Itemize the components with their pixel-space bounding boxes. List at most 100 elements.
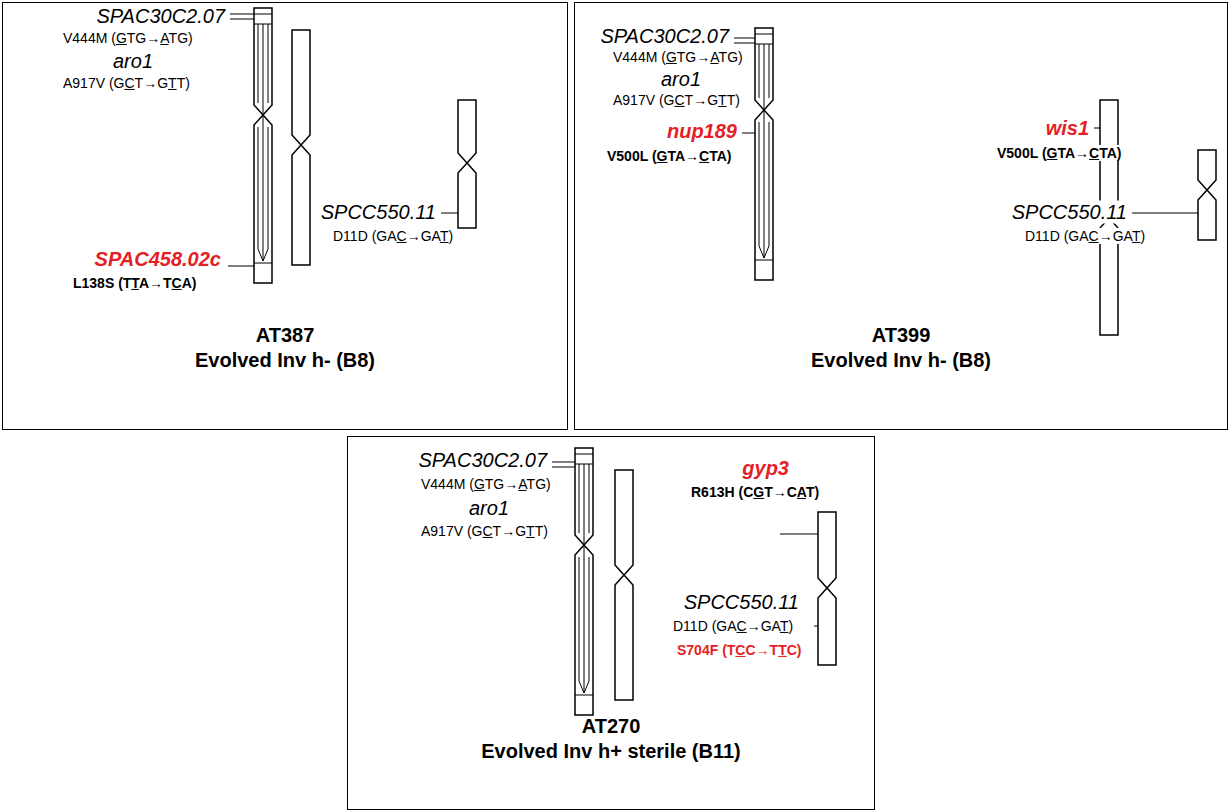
inversion-mark bbox=[575, 454, 593, 455]
mutation-label: V500L (GTA→CTA) bbox=[606, 148, 732, 164]
mutation-label: D11D (GAC→GAT) bbox=[332, 228, 454, 244]
changed-base: G bbox=[666, 49, 677, 65]
chromosome bbox=[1198, 150, 1216, 240]
chromosome-outline bbox=[755, 28, 773, 280]
inversion-mark bbox=[579, 557, 580, 681]
chromosome bbox=[292, 30, 310, 265]
mutation-label: A917V (GCT→GTT) bbox=[612, 92, 741, 108]
mutation-label: V444M (GTG→ATG) bbox=[612, 49, 744, 65]
inversion-mark bbox=[254, 14, 272, 15]
inversion-mark bbox=[254, 263, 272, 264]
mutation-label: D11D (GAC→GAT) bbox=[672, 618, 794, 634]
changed-base: T bbox=[778, 642, 787, 658]
changed-base: T bbox=[131, 275, 139, 291]
chromosome bbox=[755, 28, 773, 280]
gene-name: gyp3 bbox=[741, 457, 790, 480]
strain-title: Evolved Inv h+ sterile (B11) bbox=[348, 740, 874, 763]
changed-base: A bbox=[710, 49, 718, 65]
changed-base: T bbox=[168, 75, 177, 91]
changed-base: T bbox=[526, 523, 535, 539]
chromosome bbox=[254, 8, 272, 283]
changed-base: G bbox=[753, 484, 764, 500]
changed-base: C bbox=[397, 228, 407, 244]
inversion-mark bbox=[759, 122, 760, 246]
chromosome-outline bbox=[254, 8, 272, 283]
mutation-label: S704F (TCC→TTC) bbox=[676, 642, 803, 658]
chromosome bbox=[458, 100, 476, 228]
inversion-mark bbox=[258, 127, 259, 249]
strain-title: AT399 bbox=[575, 324, 1227, 347]
gene-name: SPCC550.11 bbox=[320, 201, 437, 224]
changed-base: A bbox=[160, 30, 168, 46]
changed-base: C bbox=[482, 523, 492, 539]
changed-base: T bbox=[1132, 228, 1141, 244]
changed-base: C bbox=[1089, 228, 1099, 244]
mutation-label: A917V (GCT→GTT) bbox=[62, 75, 191, 91]
changed-base: T bbox=[440, 228, 449, 244]
inversion-mark bbox=[263, 24, 264, 261]
strain-title: Evolved Inv h- (B8) bbox=[575, 349, 1227, 372]
gene-name: SPCC550.11 bbox=[1011, 201, 1128, 224]
gene-name: aro1 bbox=[468, 497, 510, 520]
changed-base: C bbox=[1089, 145, 1099, 161]
mutation-label: L138S (TTA→TCA) bbox=[72, 275, 197, 291]
mutation-label: D11D (GAC→GAT) bbox=[1024, 228, 1146, 244]
inversion-mark bbox=[584, 464, 585, 693]
sample-panel: AT387Evolved Inv h- (B8) bbox=[2, 2, 568, 430]
inversion-mark bbox=[589, 557, 590, 681]
inversion-mark bbox=[268, 127, 269, 249]
gene-name: wis1 bbox=[1045, 117, 1090, 140]
changed-base: C bbox=[674, 92, 684, 108]
changed-base: A bbox=[797, 484, 806, 500]
mutation-label: V444M (GTG→ATG) bbox=[62, 30, 194, 46]
changed-base: C bbox=[699, 148, 709, 164]
inversion-mark bbox=[755, 34, 773, 35]
chromosomes bbox=[254, 8, 1216, 715]
changed-base: T bbox=[780, 618, 789, 634]
mutation-label: R613H (CGT→CAT) bbox=[690, 484, 820, 500]
chromosome bbox=[615, 470, 633, 700]
chromosome-outline bbox=[818, 512, 836, 665]
changed-base: G bbox=[474, 476, 485, 492]
changed-base: G bbox=[657, 148, 668, 164]
mutation-label: A917V (GCT→GTT) bbox=[420, 523, 549, 539]
changed-base: C bbox=[124, 75, 134, 91]
gene-name: SPAC30C2.07 bbox=[599, 25, 730, 48]
inversion-mark bbox=[764, 44, 765, 258]
chromosome-outline bbox=[615, 470, 633, 700]
strain-title: Evolved Inv h- (B8) bbox=[3, 349, 567, 372]
inversion-mark bbox=[589, 464, 590, 533]
inversion-mark bbox=[575, 695, 593, 696]
inversion-mark bbox=[258, 24, 259, 103]
mutation-label: V444M (GTG→ATG) bbox=[420, 476, 552, 492]
chromosome bbox=[818, 512, 836, 665]
gene-name: SPAC30C2.07 bbox=[417, 449, 548, 472]
gene-name: SPAC458.02c bbox=[94, 248, 222, 271]
gene-name: nup189 bbox=[666, 120, 738, 143]
changed-base: C bbox=[172, 275, 182, 291]
changed-base: T bbox=[718, 92, 727, 108]
inversion-mark bbox=[268, 24, 269, 103]
gene-name: aro1 bbox=[660, 68, 702, 91]
inversion-mark bbox=[755, 260, 773, 261]
strain-title: AT270 bbox=[348, 715, 874, 738]
chromosome bbox=[575, 448, 593, 715]
leader-lines bbox=[228, 14, 1212, 626]
inversion-mark bbox=[769, 44, 770, 98]
changed-base: C bbox=[737, 618, 747, 634]
inversion-mark bbox=[769, 122, 770, 246]
chromosome-outline bbox=[1198, 150, 1216, 240]
changed-base: A bbox=[518, 476, 526, 492]
chromosome-outline bbox=[292, 30, 310, 265]
sample-panel: AT399Evolved Inv h- (B8) bbox=[574, 2, 1228, 430]
changed-base: G bbox=[116, 30, 127, 46]
chromosome-outline bbox=[575, 448, 593, 715]
gene-name: SPAC30C2.07 bbox=[95, 5, 226, 28]
inversion-mark bbox=[579, 464, 580, 533]
mutation-label: V500L (GTA→CTA) bbox=[996, 145, 1122, 161]
strain-title: AT387 bbox=[3, 324, 567, 347]
changed-base: G bbox=[1047, 145, 1058, 161]
gene-name: SPCC550.11 bbox=[683, 591, 800, 614]
gene-name: aro1 bbox=[112, 50, 154, 73]
